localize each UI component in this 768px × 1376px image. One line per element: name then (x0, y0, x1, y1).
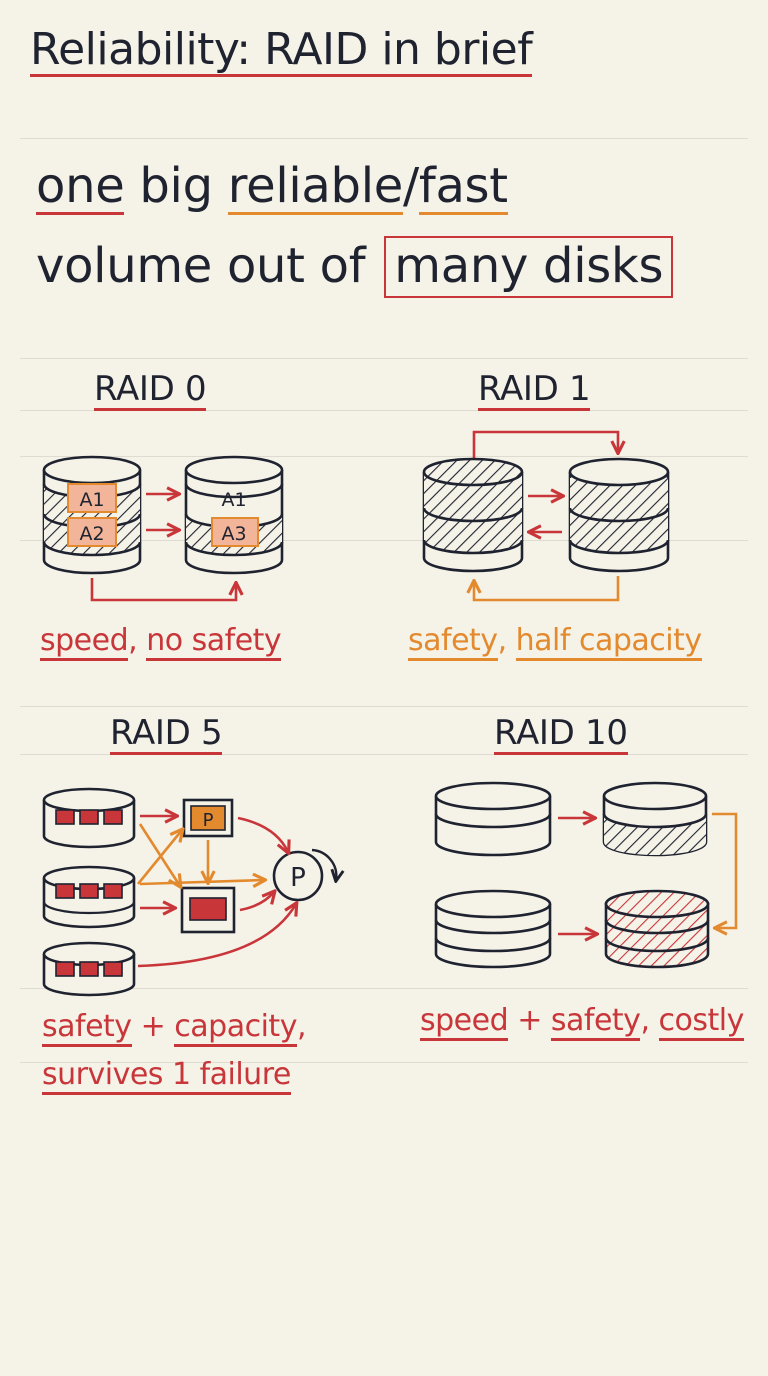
raid0-title: RAID 0 (94, 369, 207, 411)
raid10-mirror-arrow (712, 812, 738, 928)
raid10-caption: speed + safety, costly (420, 1006, 744, 1041)
raid5-arrow (237, 816, 288, 852)
raid5-disk-2 (42, 865, 136, 929)
raid5-disk-3 (42, 941, 136, 997)
tagline-line-2: volume out of many disks (36, 236, 674, 298)
raid1-mirror-arrow (472, 430, 618, 458)
raid5-diagram: P P (42, 787, 336, 997)
tagline-word-one: one (36, 158, 125, 215)
rule-line (20, 138, 748, 139)
rule-line (20, 706, 748, 707)
raid0-disk-1: A1 A2 (42, 455, 142, 575)
raid0-disk-2: A1 A3 (184, 455, 284, 575)
raid0-block-label: A3 (221, 523, 246, 545)
tagline-line-1: one big reliable/fast (36, 162, 508, 215)
raid10-disk-3 (434, 889, 552, 969)
raid5-data-block (180, 886, 236, 934)
rule-line (20, 540, 748, 541)
raid5-parity-block: P (182, 798, 234, 838)
raid5-arrow (137, 904, 296, 968)
raid10-disk-2 (602, 781, 708, 857)
raid5-parity-label: P (203, 810, 214, 831)
raid5-caption-line-1: safety + capacity, (42, 1012, 307, 1047)
rule-line (20, 410, 748, 411)
raid10-disk-1 (434, 781, 552, 857)
rule-line (20, 358, 748, 359)
rule-line (20, 754, 748, 755)
raid1-disk-1 (422, 457, 524, 573)
raid0-block-label: A1 (221, 489, 246, 511)
page-title: Reliability: RAID in brief (30, 24, 533, 77)
tagline-word-fast: fast (418, 158, 508, 215)
tagline-word-reliable: reliable (227, 158, 403, 215)
raid10-disk-4 (604, 889, 710, 969)
raid0-block-label: A2 (79, 523, 104, 545)
raid5-disk-1 (42, 787, 136, 849)
raid0-diagram: A1 A2 A1 A3 (42, 455, 284, 602)
rule-line (20, 1062, 748, 1063)
raid5-arrow (239, 892, 274, 912)
raid10-diagram (434, 781, 738, 969)
raid1-diagram (422, 430, 670, 602)
raid5-arrow (136, 830, 182, 885)
raid1-caption: safety, half capacity (408, 626, 702, 661)
raid5-title: RAID 5 (110, 713, 223, 755)
tagline-word-big: big (139, 158, 213, 214)
raid1-return-arrow (474, 576, 620, 602)
raid0-caption: speed, no safety (40, 626, 282, 661)
raid0-return-arrow (90, 578, 236, 602)
raid1-title: RAID 1 (478, 369, 591, 411)
raid1-disk-2 (568, 457, 670, 573)
rule-line (20, 988, 748, 989)
raid0-block-label: A1 (79, 489, 104, 511)
tagline-lead: volume out of (36, 238, 366, 294)
tagline-boxed-phrase: many disks (384, 236, 674, 298)
raid10-title: RAID 10 (494, 713, 628, 755)
tagline-slash: / (402, 158, 419, 214)
raid5-parity-badge: P (290, 863, 306, 893)
raid5-arrow (139, 880, 264, 884)
raid5-caption-line-2: survives 1 failure (42, 1060, 291, 1095)
rule-line (20, 456, 748, 457)
raid5-parity-circle: P (272, 848, 336, 902)
